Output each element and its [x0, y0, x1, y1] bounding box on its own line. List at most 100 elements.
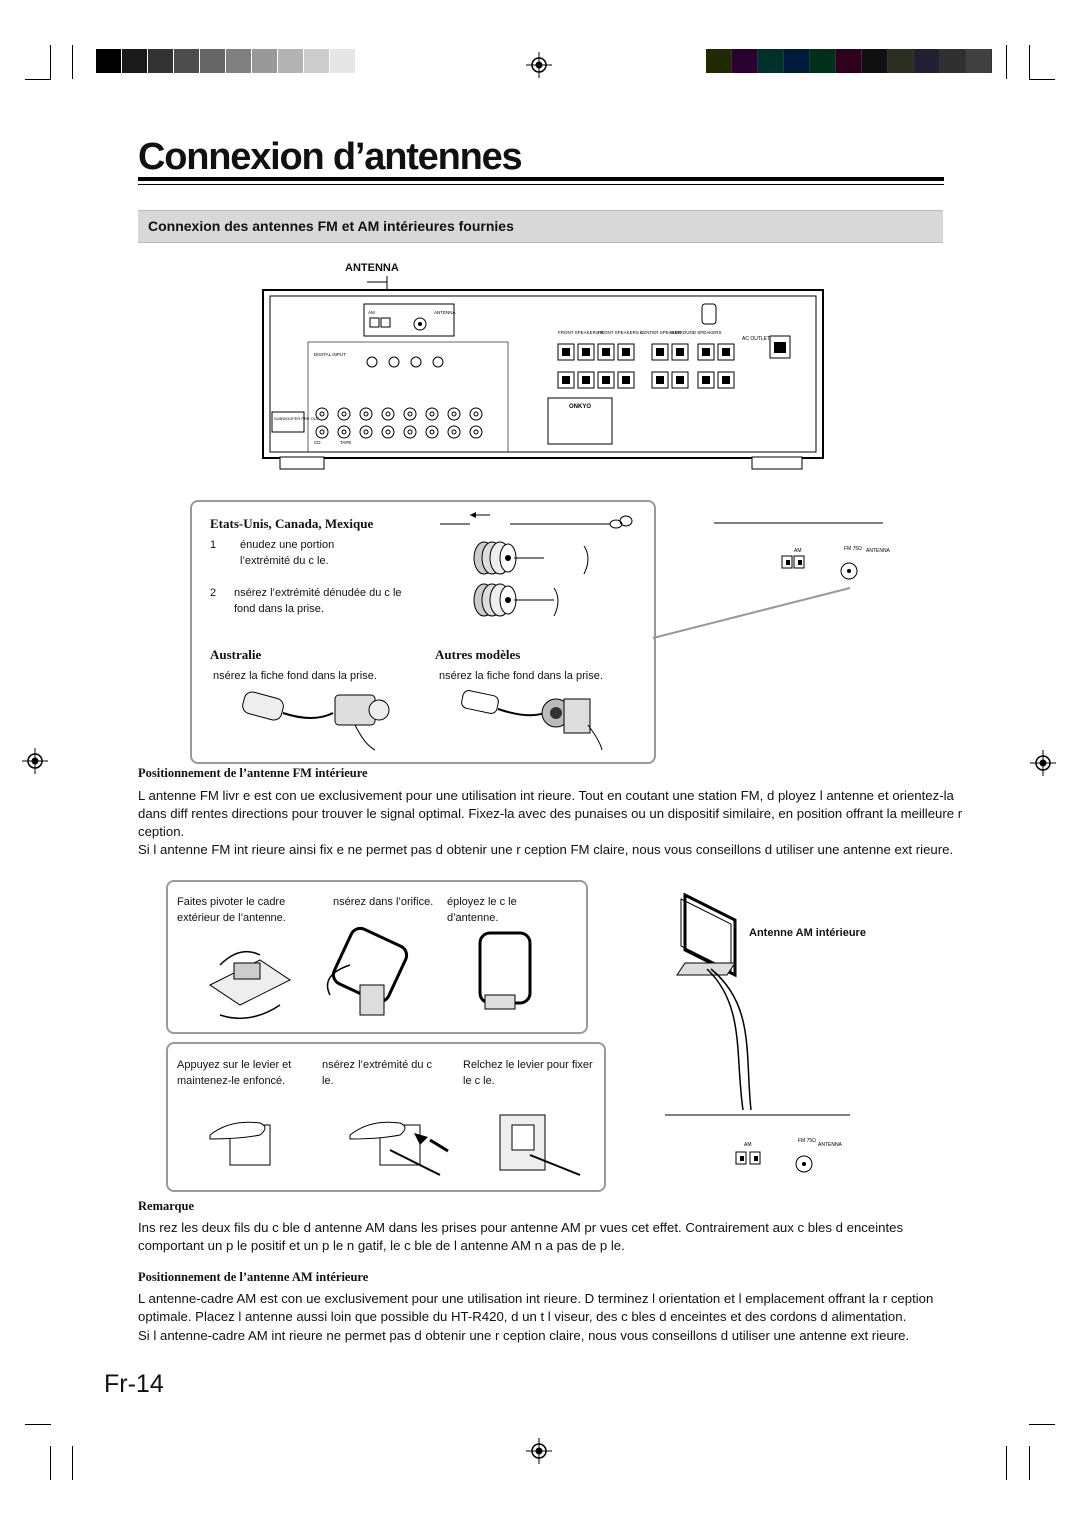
am-step-text: Faites pivoter le cadre extérieur de l’a… — [177, 896, 286, 924]
rca-jack-center — [341, 411, 347, 417]
rca-jack — [425, 407, 439, 421]
svg-text:ANTENNA: ANTENNA — [434, 310, 456, 315]
rca-jack-center — [451, 411, 457, 417]
svg-text:SUBWOOFER PRE OUT: SUBWOOFER PRE OUT — [274, 416, 320, 421]
svg-text:SURROUND SPEAKERS: SURROUND SPEAKERS — [670, 330, 722, 335]
svg-text:CENTER SPEAKER: CENTER SPEAKER — [640, 330, 682, 335]
section-heading: Connexion des antennes FM et AM intérieu… — [148, 218, 514, 234]
rca-jack-center — [363, 429, 369, 435]
fm-jack-detail: AM FM 75Ω ANTENNA — [781, 546, 891, 580]
section-heading-bar: Connexion des antennes FM et AM intérieu… — [138, 210, 943, 243]
other-plug-illustration — [461, 690, 603, 751]
registration-swatch — [330, 49, 356, 73]
fm-position-para1: L antenne FM livr e est con ue exclusive… — [138, 788, 963, 839]
svg-text:DIGITAL INPUT: DIGITAL INPUT — [314, 352, 346, 357]
s-video-jack — [388, 356, 400, 368]
receiver-rear-panel: ONKYO AC OUTLET FRONT SPEAKERS B FRONT S… — [262, 276, 824, 470]
speaker-terminal-knob — [656, 348, 664, 356]
am-position-para2: Si l antenne-cadre AM int rieure ne perm… — [138, 1328, 910, 1343]
svg-text:FM 75Ω: FM 75Ω — [798, 1138, 816, 1144]
svg-text:AM: AM — [744, 1142, 752, 1148]
speaker-terminal-knob — [676, 376, 684, 384]
svg-text:TAPE: TAPE — [340, 440, 351, 445]
speaker-terminal-knob — [702, 376, 710, 384]
svg-text:AM: AM — [368, 310, 375, 315]
registration-swatch — [96, 49, 122, 73]
registration-swatch — [836, 49, 862, 73]
rca-jack — [337, 407, 351, 421]
am-step-text: Appuyez sur le levier et maintenez-le en… — [177, 1059, 292, 1087]
am-cable-insertion-illustration — [209, 1114, 581, 1176]
svg-text:ANTENNA: ANTENNA — [818, 1142, 843, 1148]
registration-swatch — [862, 49, 888, 73]
australia-label: Australie — [210, 647, 262, 662]
registration-swatch — [148, 49, 174, 73]
fm-connector-leader — [652, 522, 883, 639]
rca-jack — [403, 407, 417, 421]
svg-text:FRONT SPEAKERS A: FRONT SPEAKERS A — [598, 330, 643, 335]
svg-text:AC OUTLET: AC OUTLET — [742, 336, 770, 342]
am-position-para1: L antenne-cadre AM est con ue exclusivem… — [138, 1291, 934, 1324]
rca-jack — [425, 425, 439, 439]
other-models-text: nsérez la fiche fond dans la prise. — [439, 670, 603, 682]
speaker-terminal-knob — [722, 348, 730, 356]
rca-jack-center — [473, 429, 479, 435]
jack-antenna-label: ANTENNA — [866, 548, 891, 554]
antenna-label: ANTENNA — [345, 262, 399, 274]
registration-swatch — [784, 49, 810, 73]
other-models-label: Autres modèles — [435, 647, 521, 662]
rca-jack-center — [341, 429, 347, 435]
crosshair-icon — [526, 52, 552, 78]
rca-jack — [359, 425, 373, 439]
fm-position-para2: Si l antenne FM int rieure ainsi fix e n… — [138, 842, 954, 857]
speaker-terminal-knob — [622, 348, 630, 356]
rca-jack-center — [319, 429, 325, 435]
registration-swatch — [200, 49, 226, 73]
rca-jack — [447, 407, 461, 421]
jack-fm-label: FM 75Ω — [844, 546, 862, 552]
remark-heading: Remarque — [138, 1199, 195, 1213]
title-rule-thin — [138, 184, 944, 185]
registration-swatch — [810, 49, 836, 73]
australia-plug-illustration — [242, 691, 390, 751]
rca-jack-center — [429, 429, 435, 435]
am-step-text: nsérez l’extrémité du c le. — [322, 1059, 433, 1087]
registration-swatch — [226, 49, 252, 73]
registration-swatch — [914, 49, 940, 73]
am-step-text: nsérez dans l’orifice. — [333, 896, 434, 908]
rca-jack-center — [407, 429, 413, 435]
registration-swatch — [732, 49, 758, 73]
brand-logo: ONKYO — [569, 404, 591, 410]
am-jack-detail: AM FM 75Ω ANTENNA — [735, 1138, 843, 1173]
registration-bar-left — [96, 49, 356, 73]
rca-jack-center — [385, 429, 391, 435]
rca-jack-center — [451, 429, 457, 435]
rca-jack-center — [473, 411, 479, 417]
jack-am-label: AM — [794, 548, 802, 554]
registration-swatch — [252, 49, 278, 73]
s-video-jack — [410, 356, 422, 368]
crosshair-icon — [22, 748, 48, 774]
registration-swatch — [888, 49, 914, 73]
am-loop-antenna — [665, 892, 850, 1116]
rca-jack — [381, 407, 395, 421]
registration-swatch — [706, 49, 732, 73]
speaker-terminal-knob — [562, 348, 570, 356]
speaker-terminal-knob — [602, 376, 610, 384]
svg-text:FRONT SPEAKERS B: FRONT SPEAKERS B — [558, 330, 603, 335]
am-step-text: éployez le c le d’antenne. — [447, 896, 517, 924]
am-indoor-label: Antenne AM intérieure — [749, 927, 866, 939]
speaker-terminal-knob — [656, 376, 664, 384]
registration-swatch — [758, 49, 784, 73]
speaker-terminal-knob — [702, 348, 710, 356]
rca-jack — [469, 407, 483, 421]
speaker-terminal-knob — [676, 348, 684, 356]
registration-bar-right — [706, 49, 992, 73]
remark-text: Ins rez les deux fils du c ble d antenne… — [138, 1220, 904, 1253]
title-rule — [138, 177, 944, 181]
page-title: Connexion d’antennes — [138, 136, 523, 178]
rca-jack — [337, 425, 351, 439]
rca-jack — [359, 407, 373, 421]
step-text: nsérez l’extrémité dénudée du c le fond … — [234, 587, 402, 615]
crosshair-icon — [1030, 750, 1056, 776]
